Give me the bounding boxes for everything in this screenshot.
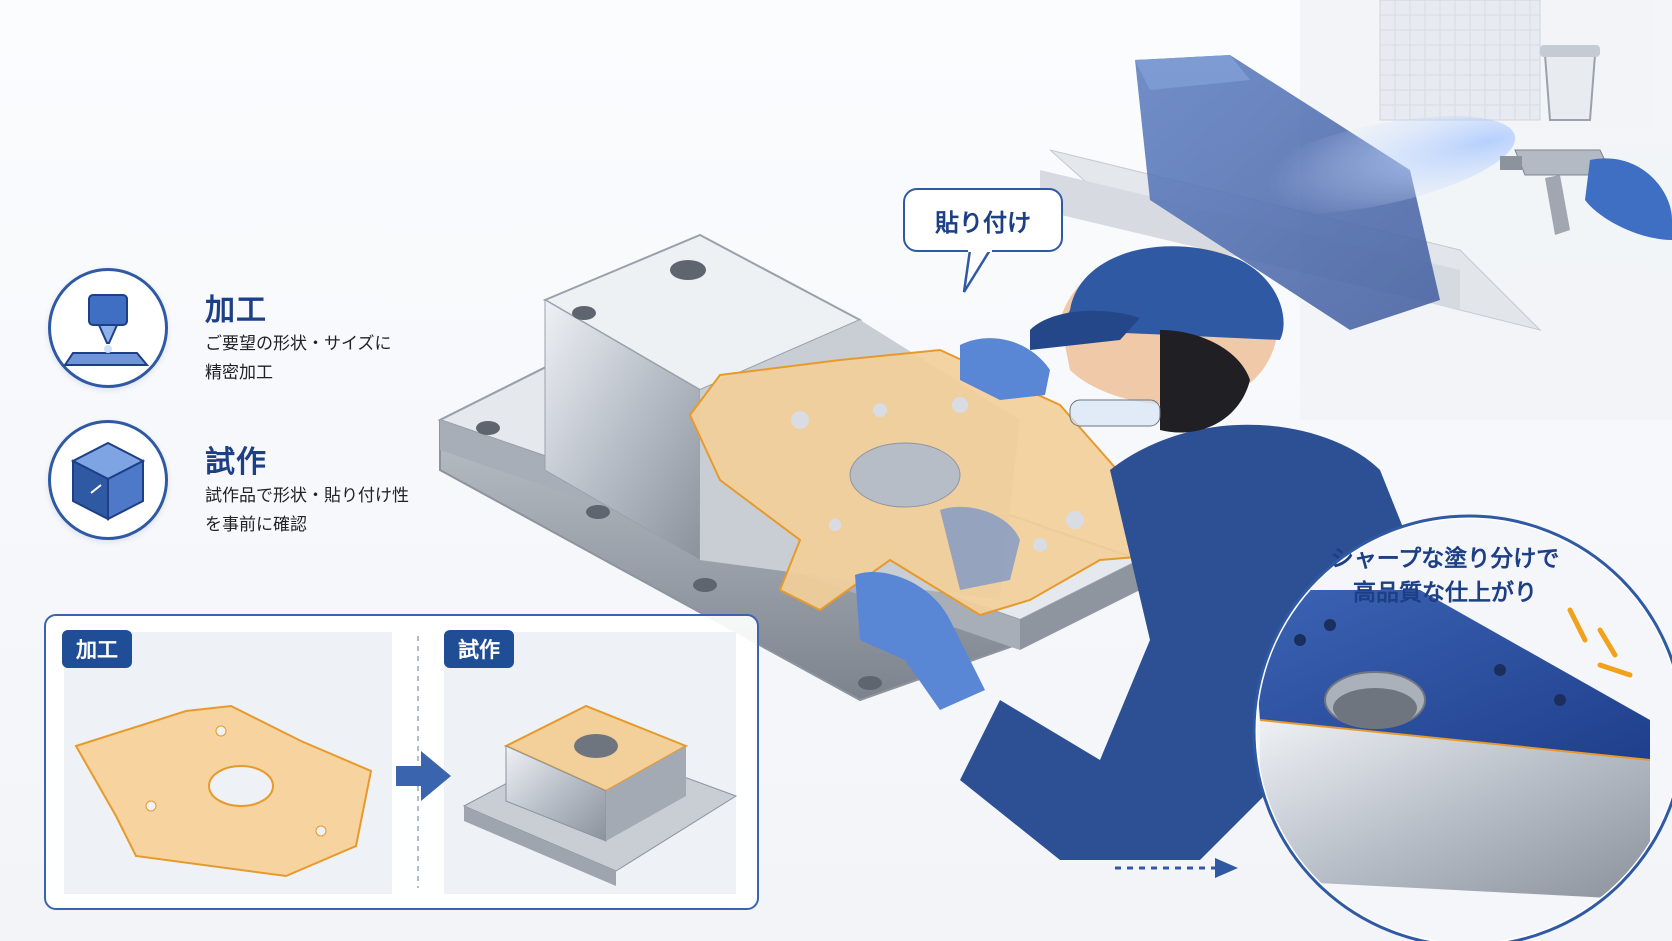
worker <box>855 246 1440 860</box>
process-panel: 加工 試作 <box>44 614 759 910</box>
feature-desc-line: 試作品で形状・貼り付け性 <box>205 486 409 506</box>
callout-line: 高品質な仕上がり <box>1353 580 1537 606</box>
painted-part-background <box>1040 55 1542 331</box>
callout-text: シャープな塗り分けで 高品質な仕上がり <box>1295 542 1595 610</box>
feature-desc-prototype: 試作品で形状・貼り付け性 を事前に確認 <box>205 482 465 540</box>
callout-line: シャープな塗り分けで <box>1330 546 1560 572</box>
arrow-right-icon <box>396 751 451 801</box>
masking-tape-sheet <box>688 348 1172 617</box>
detail-circle <box>1252 514 1672 941</box>
speech-bubble-text: 貼り付け <box>935 208 1031 237</box>
sparkle-accent <box>1567 607 1633 678</box>
feature-desc-line: ご要望の形状・サイズに <box>205 334 392 354</box>
prototype-icon-circle <box>48 420 168 540</box>
feature-desc-line: 精密加工 <box>205 363 273 383</box>
feature-desc-line: を事前に確認 <box>205 515 307 535</box>
process-step-machining-tag: 加工 <box>62 630 132 668</box>
process-step-prototype-tag: 試作 <box>444 630 514 668</box>
feature-desc-machining: ご要望の形状・サイズに 精密加工 <box>205 330 465 388</box>
speech-bubble-tail <box>962 248 993 293</box>
feature-title-machining: 加工 <box>205 293 267 328</box>
feature-title-prototype: 試作 <box>205 445 267 480</box>
process-panel-illustrations <box>64 632 738 894</box>
speech-bubble: 貼り付け <box>903 188 1063 252</box>
prototype-cube-icon <box>70 441 146 521</box>
machining-icon-circle <box>48 268 168 388</box>
spray-gun-icon <box>1500 45 1672 240</box>
machining-icon <box>63 294 150 366</box>
dotted-arrow-icon <box>1115 858 1238 878</box>
